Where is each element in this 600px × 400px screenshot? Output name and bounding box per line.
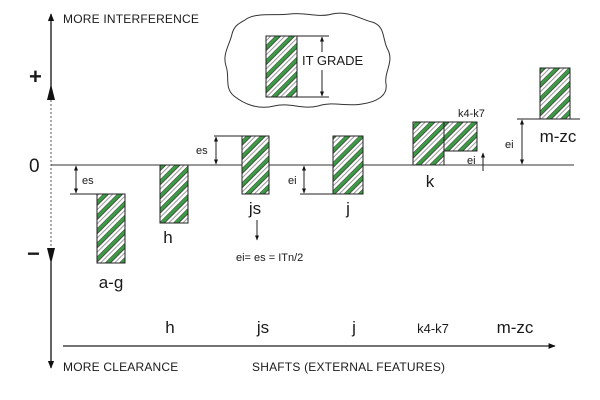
bottom-row: h js j k4-k7 m-zc	[165, 318, 534, 337]
zone-k: k	[412, 121, 445, 191]
it-grade-label: IT GRADE	[302, 53, 363, 68]
j-label: j	[345, 199, 350, 218]
js-bar	[241, 135, 270, 195]
a-g-label: a-g	[99, 273, 124, 292]
zone-k4-k7: k4-k7 ei	[443, 108, 485, 171]
h-bar	[159, 164, 189, 224]
k4-k7-bar	[443, 121, 478, 152]
zone-a-g: es a-g	[70, 165, 126, 292]
more-interference-label: MORE INTERFERENCE	[63, 12, 199, 26]
m-zc-label: m-zc	[540, 127, 577, 146]
js-note: ei= es = ITn/2	[236, 252, 303, 264]
legend-bar	[265, 35, 298, 98]
zone-js: es js ei= es = ITn/2	[196, 135, 303, 264]
axis-up-arrowhead	[47, 84, 55, 100]
j-bar	[332, 135, 364, 195]
vertical-axis	[47, 13, 55, 369]
it-grade-legend: IT GRADE	[224, 12, 391, 108]
j-ei-label: ei	[288, 175, 297, 187]
m-zc-ei-label: ei	[505, 139, 514, 151]
zone-j: ei j	[288, 135, 364, 218]
zero-sign: 0	[29, 156, 40, 177]
zone-h: h	[159, 164, 189, 247]
js-es-label: es	[196, 145, 208, 157]
m-zc-bar	[539, 67, 571, 120]
k-label: k	[426, 172, 435, 191]
bottom-label-j: j	[351, 318, 356, 337]
a-g-es-label: es	[82, 175, 94, 187]
bottom-label-h: h	[165, 318, 174, 337]
js-label: js	[248, 199, 261, 218]
bottom-label-k4-k7: k4-k7	[417, 321, 449, 336]
shafts-axis-label: SHAFTS (EXTERNAL FEATURES)	[252, 360, 445, 374]
minus-sign: −	[27, 241, 40, 266]
plus-sign: +	[29, 64, 42, 89]
k-bar	[412, 121, 445, 166]
axis-down-arrowhead	[47, 248, 55, 264]
bottom-label-m-zc: m-zc	[497, 318, 534, 337]
h-label: h	[163, 228, 172, 247]
a-g-bar	[96, 193, 126, 264]
k4-k7-ei-label: ei	[467, 155, 476, 167]
more-clearance-label: MORE CLEARANCE	[63, 360, 179, 374]
zone-m-zc: ei m-zc	[505, 67, 580, 165]
k4-k7-label: k4-k7	[458, 108, 485, 120]
bottom-label-js: js	[256, 318, 269, 337]
